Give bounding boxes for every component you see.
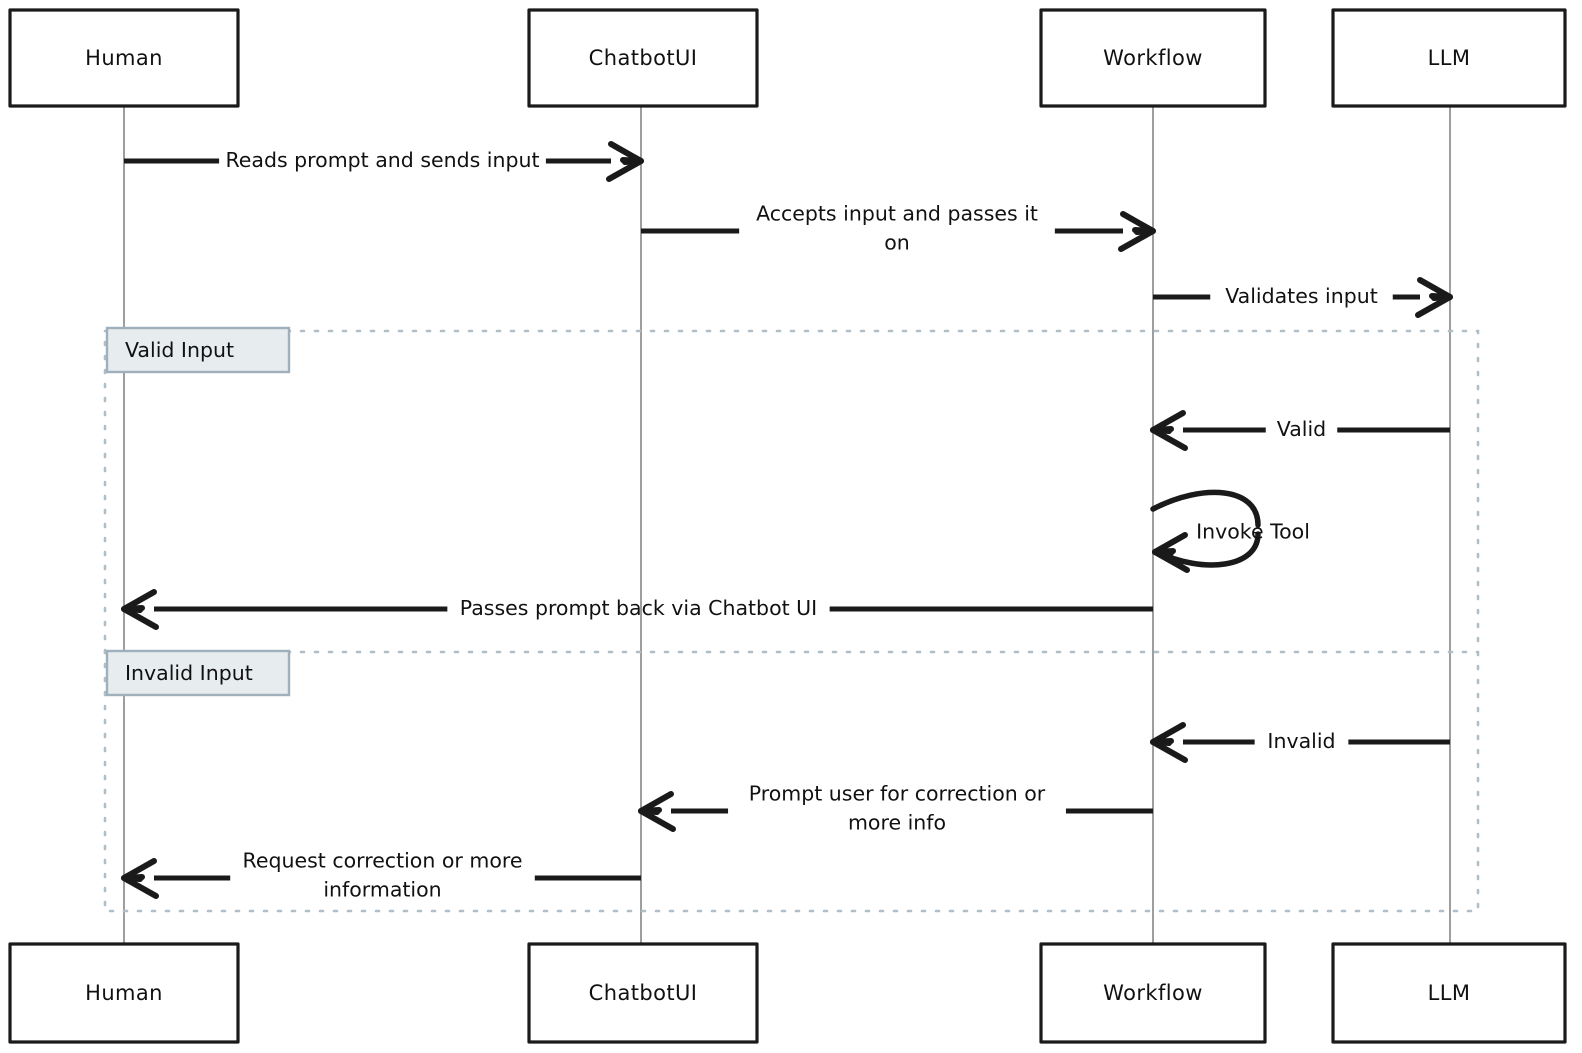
actor-bottom-human[interactable]: Human <box>8 942 240 1044</box>
actor-label: Workflow <box>1103 981 1203 1005</box>
actor-box <box>527 8 759 108</box>
arrow-head <box>1152 532 1190 573</box>
message-label: Reads prompt and sends input <box>225 148 539 172</box>
arrow-head <box>1118 211 1156 252</box>
message-m4: Valid <box>1150 410 1450 451</box>
message-m7: Invalid <box>1150 722 1450 763</box>
message-label: information <box>323 878 441 902</box>
arrow-head-inner <box>638 807 662 815</box>
fragment-tab-label: Valid Input <box>125 338 234 362</box>
arrow-head <box>638 791 676 832</box>
arrow-head-inner <box>1150 426 1174 434</box>
message-label: more info <box>848 811 946 835</box>
actor-box <box>1039 942 1267 1044</box>
actor-box <box>527 942 759 1044</box>
actor-label: Human <box>85 981 163 1005</box>
message-m9: Request correction or more information <box>121 849 641 902</box>
arrow-head-inner <box>121 605 145 613</box>
arrow-head-inner <box>121 874 145 882</box>
actor-top-wf[interactable]: Workflow <box>1039 8 1267 108</box>
message-m5: Invoke Tool <box>1150 489 1310 573</box>
fragment-tab-box <box>105 326 291 374</box>
message-label: Passes prompt back via Chatbot UI <box>460 596 817 620</box>
actor-bottom-ui[interactable]: ChatbotUI <box>527 942 759 1044</box>
message-label: Valid <box>1277 417 1326 441</box>
arrow-head-inner <box>1132 227 1156 235</box>
arrow-head <box>121 589 159 630</box>
actor-bottom-llm[interactable]: LLM <box>1331 942 1567 1044</box>
arrow-head-inner <box>1152 548 1176 556</box>
actor-top-human[interactable]: Human <box>8 8 240 108</box>
message-label: Invoke Tool <box>1196 520 1310 544</box>
message-m6: Passes prompt back via Chatbot UI <box>121 589 1153 630</box>
actor-label: Human <box>85 46 163 70</box>
actor-box <box>1039 8 1267 108</box>
actor-box <box>8 8 240 108</box>
arrow-head <box>1415 277 1453 318</box>
fragment-tab-box <box>105 649 291 697</box>
actor-label: Workflow <box>1103 46 1203 70</box>
message-m3: Validates input <box>1153 277 1453 318</box>
self-loop-path <box>1150 489 1261 568</box>
actor-label: LLM <box>1428 981 1471 1005</box>
actor-box <box>1331 8 1567 108</box>
actor-top-ui[interactable]: ChatbotUI <box>527 8 759 108</box>
arrow-head <box>1150 410 1188 451</box>
actor-label: ChatbotUI <box>589 46 698 70</box>
fragment-tab-valid[interactable]: Valid Input <box>105 326 291 374</box>
fragment-tab-invalid[interactable]: Invalid Input <box>105 649 291 697</box>
message-label: Prompt user for correction or <box>749 782 1046 806</box>
message-label: Accepts input and passes it <box>756 202 1038 226</box>
actor-box <box>8 942 240 1044</box>
message-label: Validates input <box>1225 284 1378 308</box>
actor-label: ChatbotUI <box>589 981 698 1005</box>
actor-bottom-wf[interactable]: Workflow <box>1039 942 1267 1044</box>
message-label: Invalid <box>1267 729 1335 753</box>
arrow-head <box>606 141 644 182</box>
arrow-head <box>1150 722 1188 763</box>
actor-top-llm[interactable]: LLM <box>1331 8 1567 108</box>
arrow-head <box>121 858 159 899</box>
arrow-head-inner <box>1150 738 1174 746</box>
arrow-head-inner <box>1429 293 1453 301</box>
message-m1: Reads prompt and sends input <box>124 141 644 182</box>
fragment-tab-label: Invalid Input <box>125 661 253 685</box>
actor-box <box>1331 942 1567 1044</box>
message-m8: Prompt user for correction or more info <box>638 782 1153 835</box>
message-label: Request correction or more <box>243 849 523 873</box>
message-label: on <box>884 231 910 255</box>
actor-label: LLM <box>1428 46 1471 70</box>
message-m2: Accepts input and passes it on <box>641 202 1156 255</box>
arrow-head-inner <box>620 157 644 165</box>
fragment-boundary <box>103 329 1480 913</box>
